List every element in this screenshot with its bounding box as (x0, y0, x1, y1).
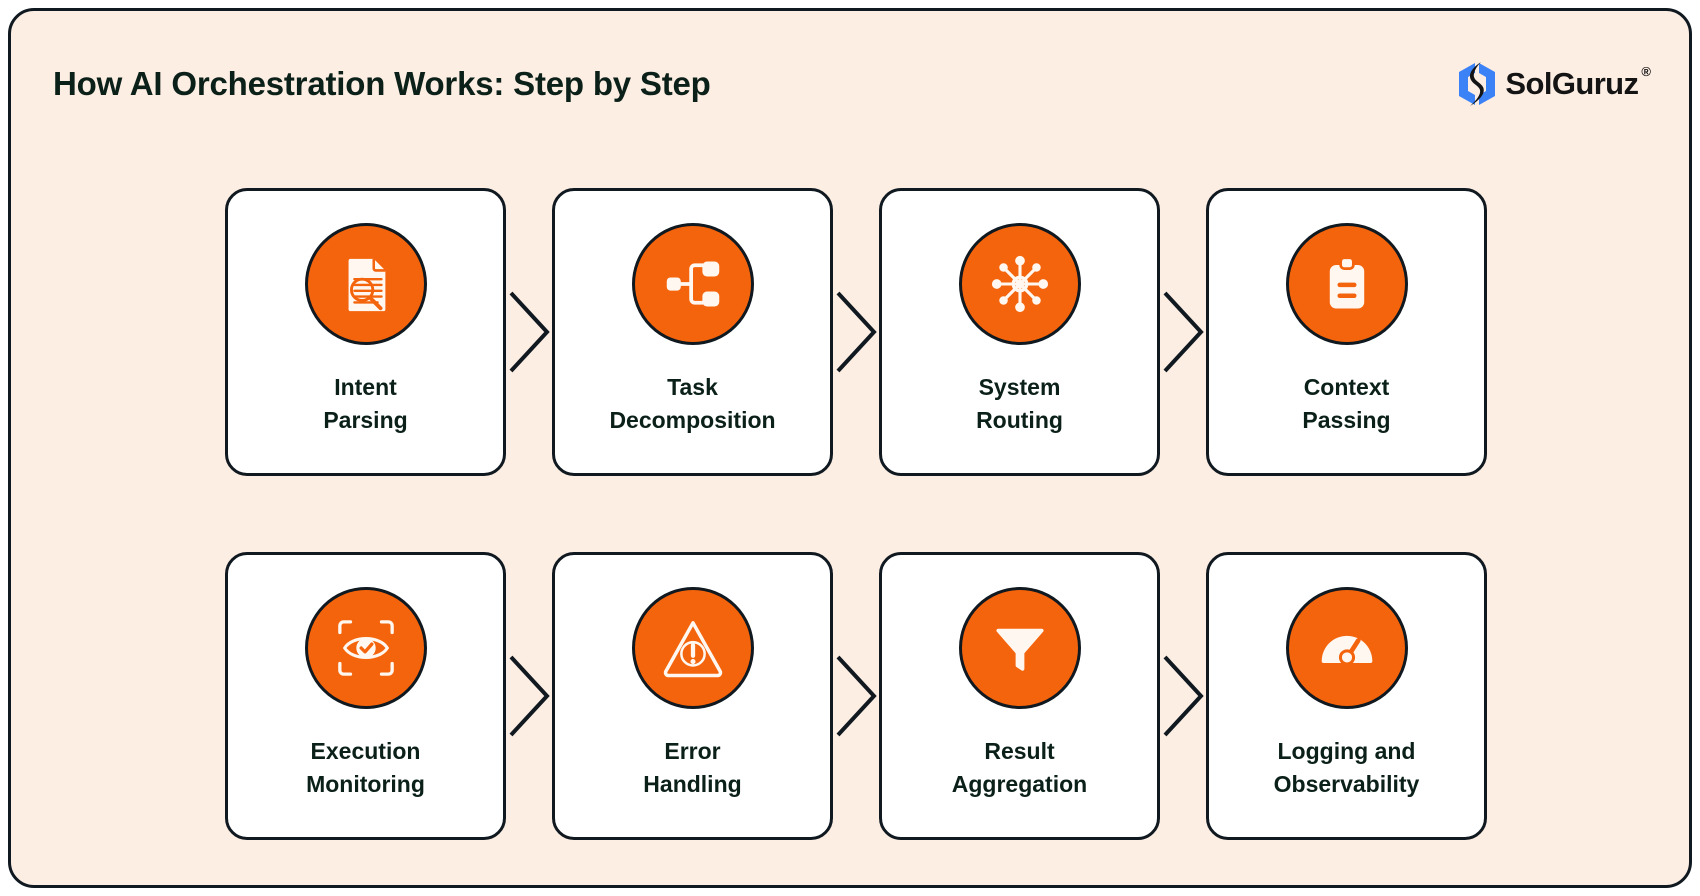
step-card-logging-observability[interactable]: Logging and Observability (1206, 552, 1487, 840)
step-card-task-decomposition[interactable]: Task Decomposition (552, 188, 833, 476)
chevron-right-arrow-icon (836, 291, 877, 373)
infographic-frame: How AI Orchestration Works: Step by Step… (8, 8, 1692, 888)
icon-badge (304, 223, 427, 345)
icon-badge (304, 587, 427, 709)
connector-arrow (833, 188, 879, 476)
document-search-icon (348, 258, 385, 312)
icon-badge (958, 223, 1081, 345)
step-card-execution-monitoring[interactable]: Execution Monitoring (225, 552, 506, 840)
connector-arrow (1160, 188, 1206, 476)
funnel-filter-icon (995, 628, 1044, 671)
brand-name: SolGuruz (1505, 66, 1639, 101)
chevron-right-arrow-icon (509, 291, 550, 373)
step-label: Context Passing (1302, 374, 1391, 434)
step-label: Logging and Observability (1273, 738, 1420, 798)
connector-arrow (1160, 552, 1206, 840)
icon-badge (631, 223, 754, 345)
chevron-right-arrow-icon (509, 655, 550, 737)
step-row-2: Execution Monitoring Error Handling (225, 552, 1487, 840)
chevron-right-arrow-icon (1163, 291, 1204, 373)
page-title: How AI Orchestration Works: Step by Step (53, 65, 711, 102)
hierarchy-tree-icon (666, 261, 719, 307)
step-label: Result Aggregation (951, 738, 1088, 798)
step-label: System Routing (976, 374, 1063, 434)
icon-badge (1285, 223, 1408, 345)
chevron-right-arrow-icon (1163, 655, 1204, 737)
step-label: Execution Monitoring (306, 738, 425, 798)
eye-check-scan-icon (337, 620, 394, 676)
clipboard-icon (1329, 256, 1364, 309)
connector-arrow (506, 188, 552, 476)
chevron-right-arrow-icon (836, 655, 877, 737)
connector-arrow (833, 552, 879, 840)
gauge-meter-icon (1321, 626, 1372, 666)
step-row-1: Intent Parsing Task Decomposition (225, 188, 1487, 476)
connector-arrow (506, 552, 552, 840)
network-hub-icon (991, 255, 1048, 313)
step-card-system-routing[interactable]: System Routing (879, 188, 1160, 476)
brand-logo: SolGuruz ® (1455, 61, 1651, 107)
step-card-error-handling[interactable]: Error Handling (552, 552, 833, 840)
icon-badge (958, 587, 1081, 709)
icon-badge (1285, 587, 1408, 709)
warning-triangle-icon (663, 621, 722, 678)
step-card-context-passing[interactable]: Context Passing (1206, 188, 1487, 476)
step-label: Task Decomposition (609, 374, 776, 434)
step-card-result-aggregation[interactable]: Result Aggregation (879, 552, 1160, 840)
step-card-intent-parsing[interactable]: Intent Parsing (225, 188, 506, 476)
solguruz-hexagon-mark (1459, 62, 1496, 106)
step-label: Error Handling (643, 738, 742, 798)
registered-trademark-icon: ® (1641, 64, 1651, 79)
header: How AI Orchestration Works: Step by Step… (11, 11, 1689, 131)
icon-badge (631, 587, 754, 709)
step-label: Intent Parsing (323, 374, 408, 434)
